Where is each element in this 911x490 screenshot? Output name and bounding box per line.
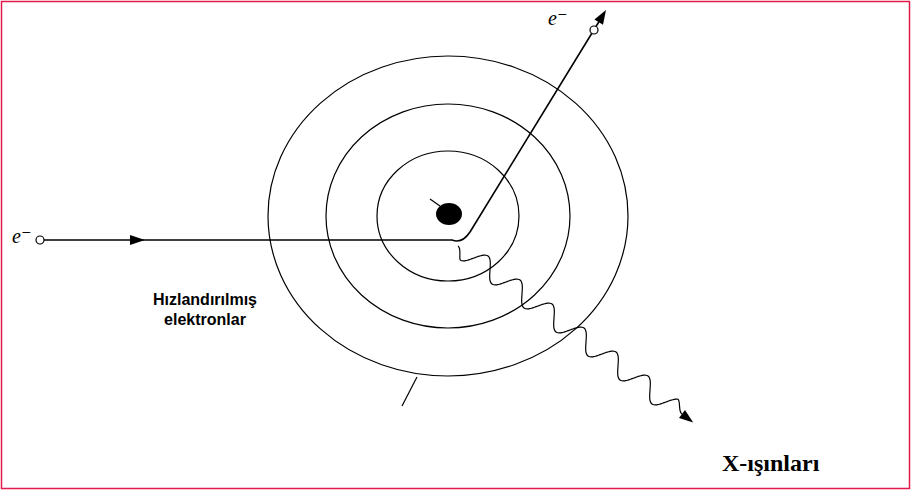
beam-label: Hızlandırılmış elektronlar <box>135 290 275 330</box>
shell-tick <box>402 377 417 406</box>
electron-dot <box>36 236 44 244</box>
xray-wave <box>458 246 682 414</box>
radius-tick <box>430 199 440 206</box>
particle-symbol: e⁻ <box>12 224 31 249</box>
particle-symbol: e⁻ <box>548 6 567 31</box>
radiation-label: X-ışınları <box>722 448 819 478</box>
nucleus <box>436 203 462 225</box>
electron-path <box>44 20 600 241</box>
xray-arrowhead <box>679 410 693 422</box>
inner-shell <box>377 151 519 281</box>
electron-arrowhead <box>130 235 145 245</box>
middle-shell <box>326 104 570 328</box>
electron-arrowhead <box>594 10 606 25</box>
electron-dot <box>590 26 598 34</box>
